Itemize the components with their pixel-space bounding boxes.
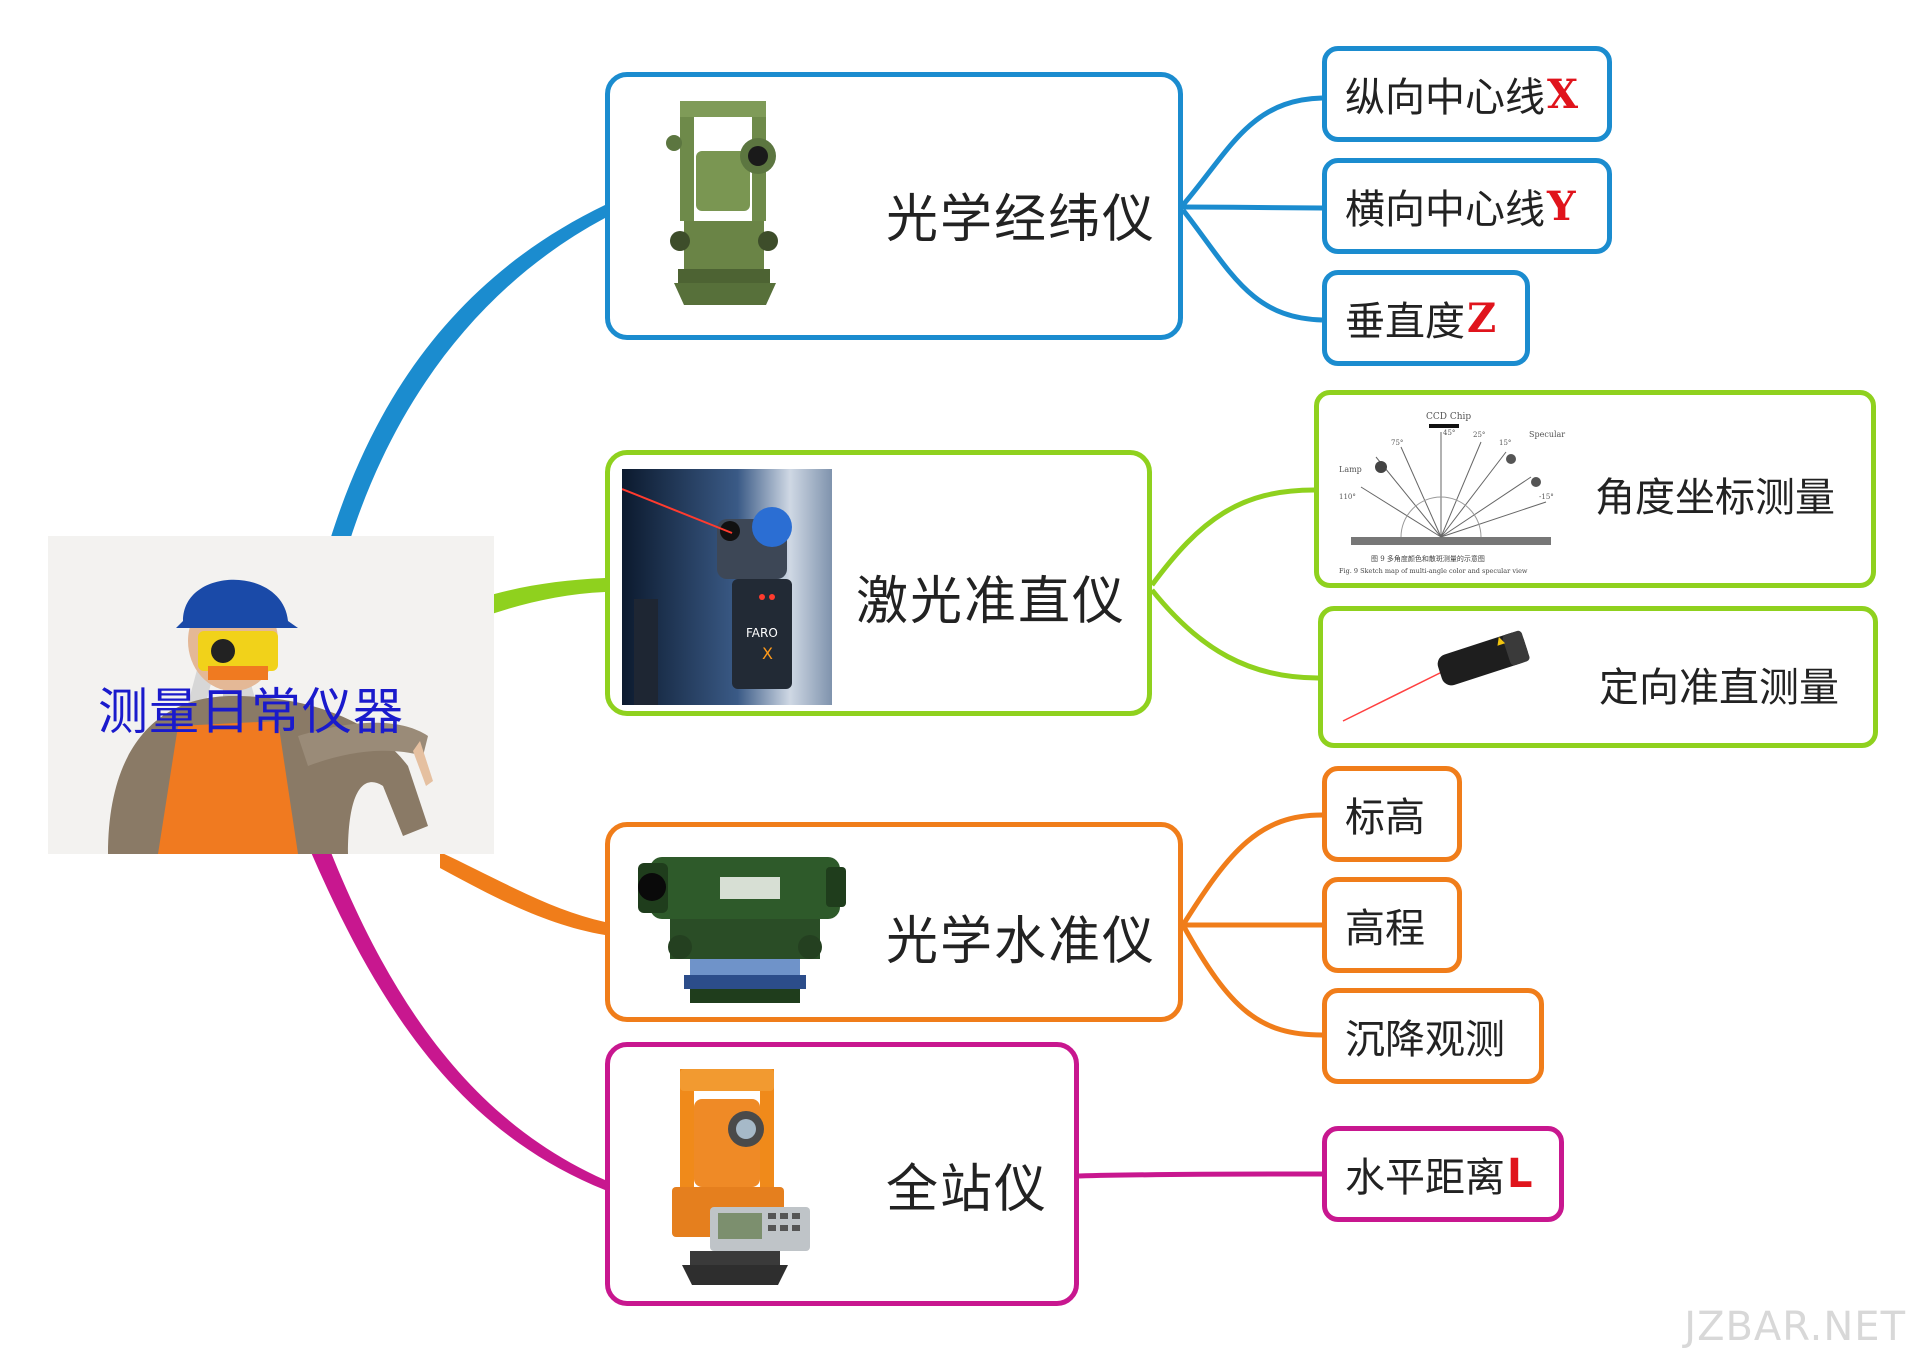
- surveyor-illustration: [48, 536, 494, 854]
- connector-center-laser: [480, 578, 605, 618]
- branch-theodolite[interactable]: 光学经纬仪: [605, 72, 1183, 340]
- level-icon: [638, 857, 846, 1003]
- connector-center-totalstation: [310, 850, 605, 1190]
- diagram-label-110: 110°: [1339, 493, 1356, 501]
- diagram-label-specular: Specular: [1529, 430, 1565, 439]
- axis-tag-x: X: [1547, 70, 1579, 118]
- center-title: 测量日常仪器: [98, 683, 404, 741]
- leaf-elevation-mark[interactable]: 标高: [1322, 766, 1462, 862]
- connector-center-theodolite: [330, 205, 605, 540]
- diagram-top-label: CCD Chip: [1426, 412, 1471, 422]
- diagram-label-25: 25°: [1473, 431, 1485, 439]
- laser-pointer-icon: [1342, 630, 1530, 722]
- leaf-text: 角度坐标测量: [1595, 475, 1835, 521]
- leaf-settlement-observation[interactable]: 沉降观测: [1322, 988, 1544, 1084]
- branch-label: 激光准直仪: [856, 572, 1127, 632]
- leaf-text: 水平距离: [1345, 1155, 1505, 1201]
- connector-theodolite-leaf-3: [1181, 208, 1323, 323]
- branch-label: 全站仪: [886, 1160, 1049, 1220]
- watermark: JZBAR.NET: [1684, 1304, 1906, 1350]
- theodolite-icon: [666, 101, 778, 305]
- diagram-caption-en: Fig. 9 Sketch map of multi-angle color a…: [1339, 567, 1528, 575]
- connector-laser-leaf-2: [1150, 588, 1319, 681]
- branch-total-station[interactable]: 全站仪: [605, 1042, 1079, 1306]
- diagram-label-15: 15°: [1499, 439, 1511, 447]
- leaf-text: 定向准直测量: [1599, 665, 1839, 711]
- connector-center-level: [440, 852, 605, 935]
- diagram-label-75: 75°: [1391, 439, 1403, 447]
- connector-level-leaf-3: [1180, 923, 1323, 1038]
- axis-tag-z: Z: [1467, 294, 1497, 342]
- leaf-text: 横向中心线: [1345, 187, 1545, 233]
- leaf-text: 沉降观测: [1345, 1017, 1505, 1063]
- connector-theodolite-leaf-2: [1182, 204, 1323, 211]
- leaf-directional-alignment[interactable]: 定向准直测量: [1318, 606, 1878, 748]
- multi-angle-diagram: CCD Chip Lamp Specular -15° 15° 25° 45° …: [1331, 407, 1571, 579]
- leaf-text: 标高: [1345, 795, 1425, 841]
- diagram-label-lamp: Lamp: [1339, 465, 1362, 474]
- axis-tag-y: Y: [1547, 182, 1576, 230]
- connector-level-leaf-1: [1180, 812, 1323, 927]
- leaf-angle-coordinate[interactable]: CCD Chip Lamp Specular -15° 15° 25° 45° …: [1314, 390, 1876, 588]
- diagram-label-minus15: -15°: [1539, 493, 1554, 501]
- connector-laser-leaf-1: [1149, 487, 1315, 587]
- branch-label: 光学经纬仪: [886, 190, 1157, 250]
- connector-totalstation-leaf-1: [1078, 1171, 1323, 1179]
- leaf-text: 高程: [1345, 906, 1425, 952]
- svg-text:FARO: FARO: [746, 626, 778, 640]
- connector-theodolite-leaf-1: [1181, 95, 1323, 207]
- branch-laser-collimator[interactable]: FARO X 激光准直仪: [605, 450, 1152, 716]
- branch-optical-level[interactable]: 光学水准仪: [605, 822, 1183, 1022]
- leaf-text: 垂直度: [1345, 299, 1465, 345]
- total-station-icon: [672, 1069, 810, 1285]
- surveyor-photo: [48, 536, 494, 854]
- axis-tag-l: L: [1507, 1151, 1533, 1197]
- leaf-elevation[interactable]: 高程: [1322, 877, 1462, 973]
- leaf-text: 纵向中心线: [1345, 75, 1545, 121]
- diagram-caption-cn: 图 9 多角度颜色和散斑测量的示意图: [1371, 554, 1485, 563]
- laser-tracker-icon: FARO X: [622, 469, 832, 705]
- diagram-label-45: 45°: [1443, 429, 1455, 437]
- branch-label: 光学水准仪: [886, 912, 1157, 972]
- svg-text:X: X: [762, 644, 773, 663]
